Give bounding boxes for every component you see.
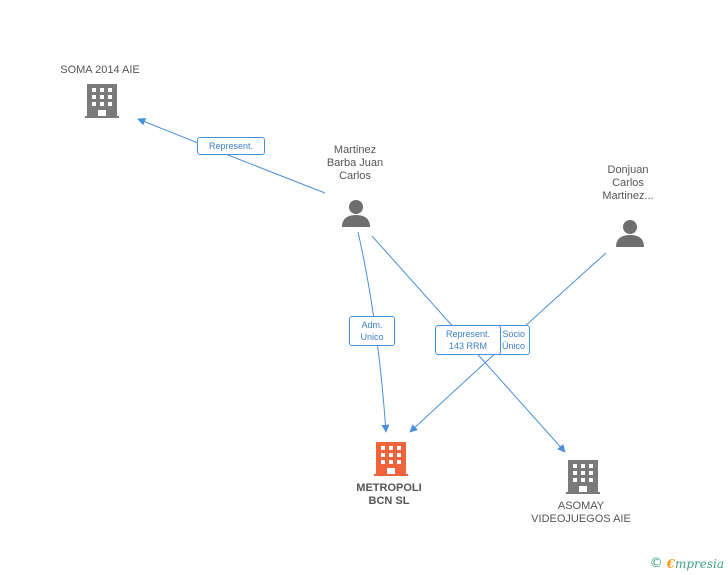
brand-logo-initial: € <box>666 556 675 571</box>
node-label-martinez[interactable]: Martinez Barba Juan Carlos <box>305 144 405 183</box>
edge-martinez-to-soma <box>137 117 326 194</box>
label-line: Martinez... <box>602 190 654 202</box>
footer-brand: © €mpresia <box>650 556 724 571</box>
label-line: Adm. <box>361 320 383 330</box>
label-line: Martinez <box>333 144 377 156</box>
building-icon[interactable] <box>85 84 119 118</box>
label-line: Represent. <box>445 329 491 339</box>
node-label-asomay[interactable]: ASOMAY VIDEOJUEGOS AIE <box>521 500 641 526</box>
edge-label-adm-unico[interactable]: Adm. Unico <box>349 316 395 346</box>
building-icon[interactable] <box>374 442 408 476</box>
copyright-icon: © <box>649 556 663 571</box>
brand-logo-text: mpresia <box>674 556 724 571</box>
label-line: METROPOLI <box>356 482 422 494</box>
label-line: VIDEOJUEGOS AIE <box>531 513 631 525</box>
edge-label-represent-soma[interactable]: Represent. <box>197 137 265 155</box>
label-line: ASOMAY <box>557 500 605 512</box>
edge-label-represent-rrm[interactable]: Represent. 143 RRM <box>435 325 501 355</box>
label-line: Donjuan <box>607 164 649 176</box>
label-line: Unico <box>360 332 384 342</box>
label-line: Barba Juan <box>326 157 384 169</box>
label-line: Socio <box>502 329 525 339</box>
building-icon[interactable] <box>566 460 600 494</box>
person-icon[interactable] <box>342 200 370 227</box>
label-line: 143 RRM <box>448 341 487 351</box>
node-label-donjuan[interactable]: Donjuan Carlos Martinez... <box>578 164 678 203</box>
brand-logo[interactable]: €mpresia <box>667 557 724 571</box>
node-label-metropoli[interactable]: METROPOLI BCN SL <box>329 482 449 508</box>
label-line: Único <box>501 341 525 351</box>
label-line: BCN SL <box>368 495 410 507</box>
label-line: Represent. <box>208 141 254 151</box>
node-label-soma[interactable]: SOMA 2014 AIE <box>60 64 140 76</box>
person-icon[interactable] <box>616 220 644 247</box>
label-line: Carlos <box>339 170 371 182</box>
label-line: Carlos <box>612 177 644 189</box>
